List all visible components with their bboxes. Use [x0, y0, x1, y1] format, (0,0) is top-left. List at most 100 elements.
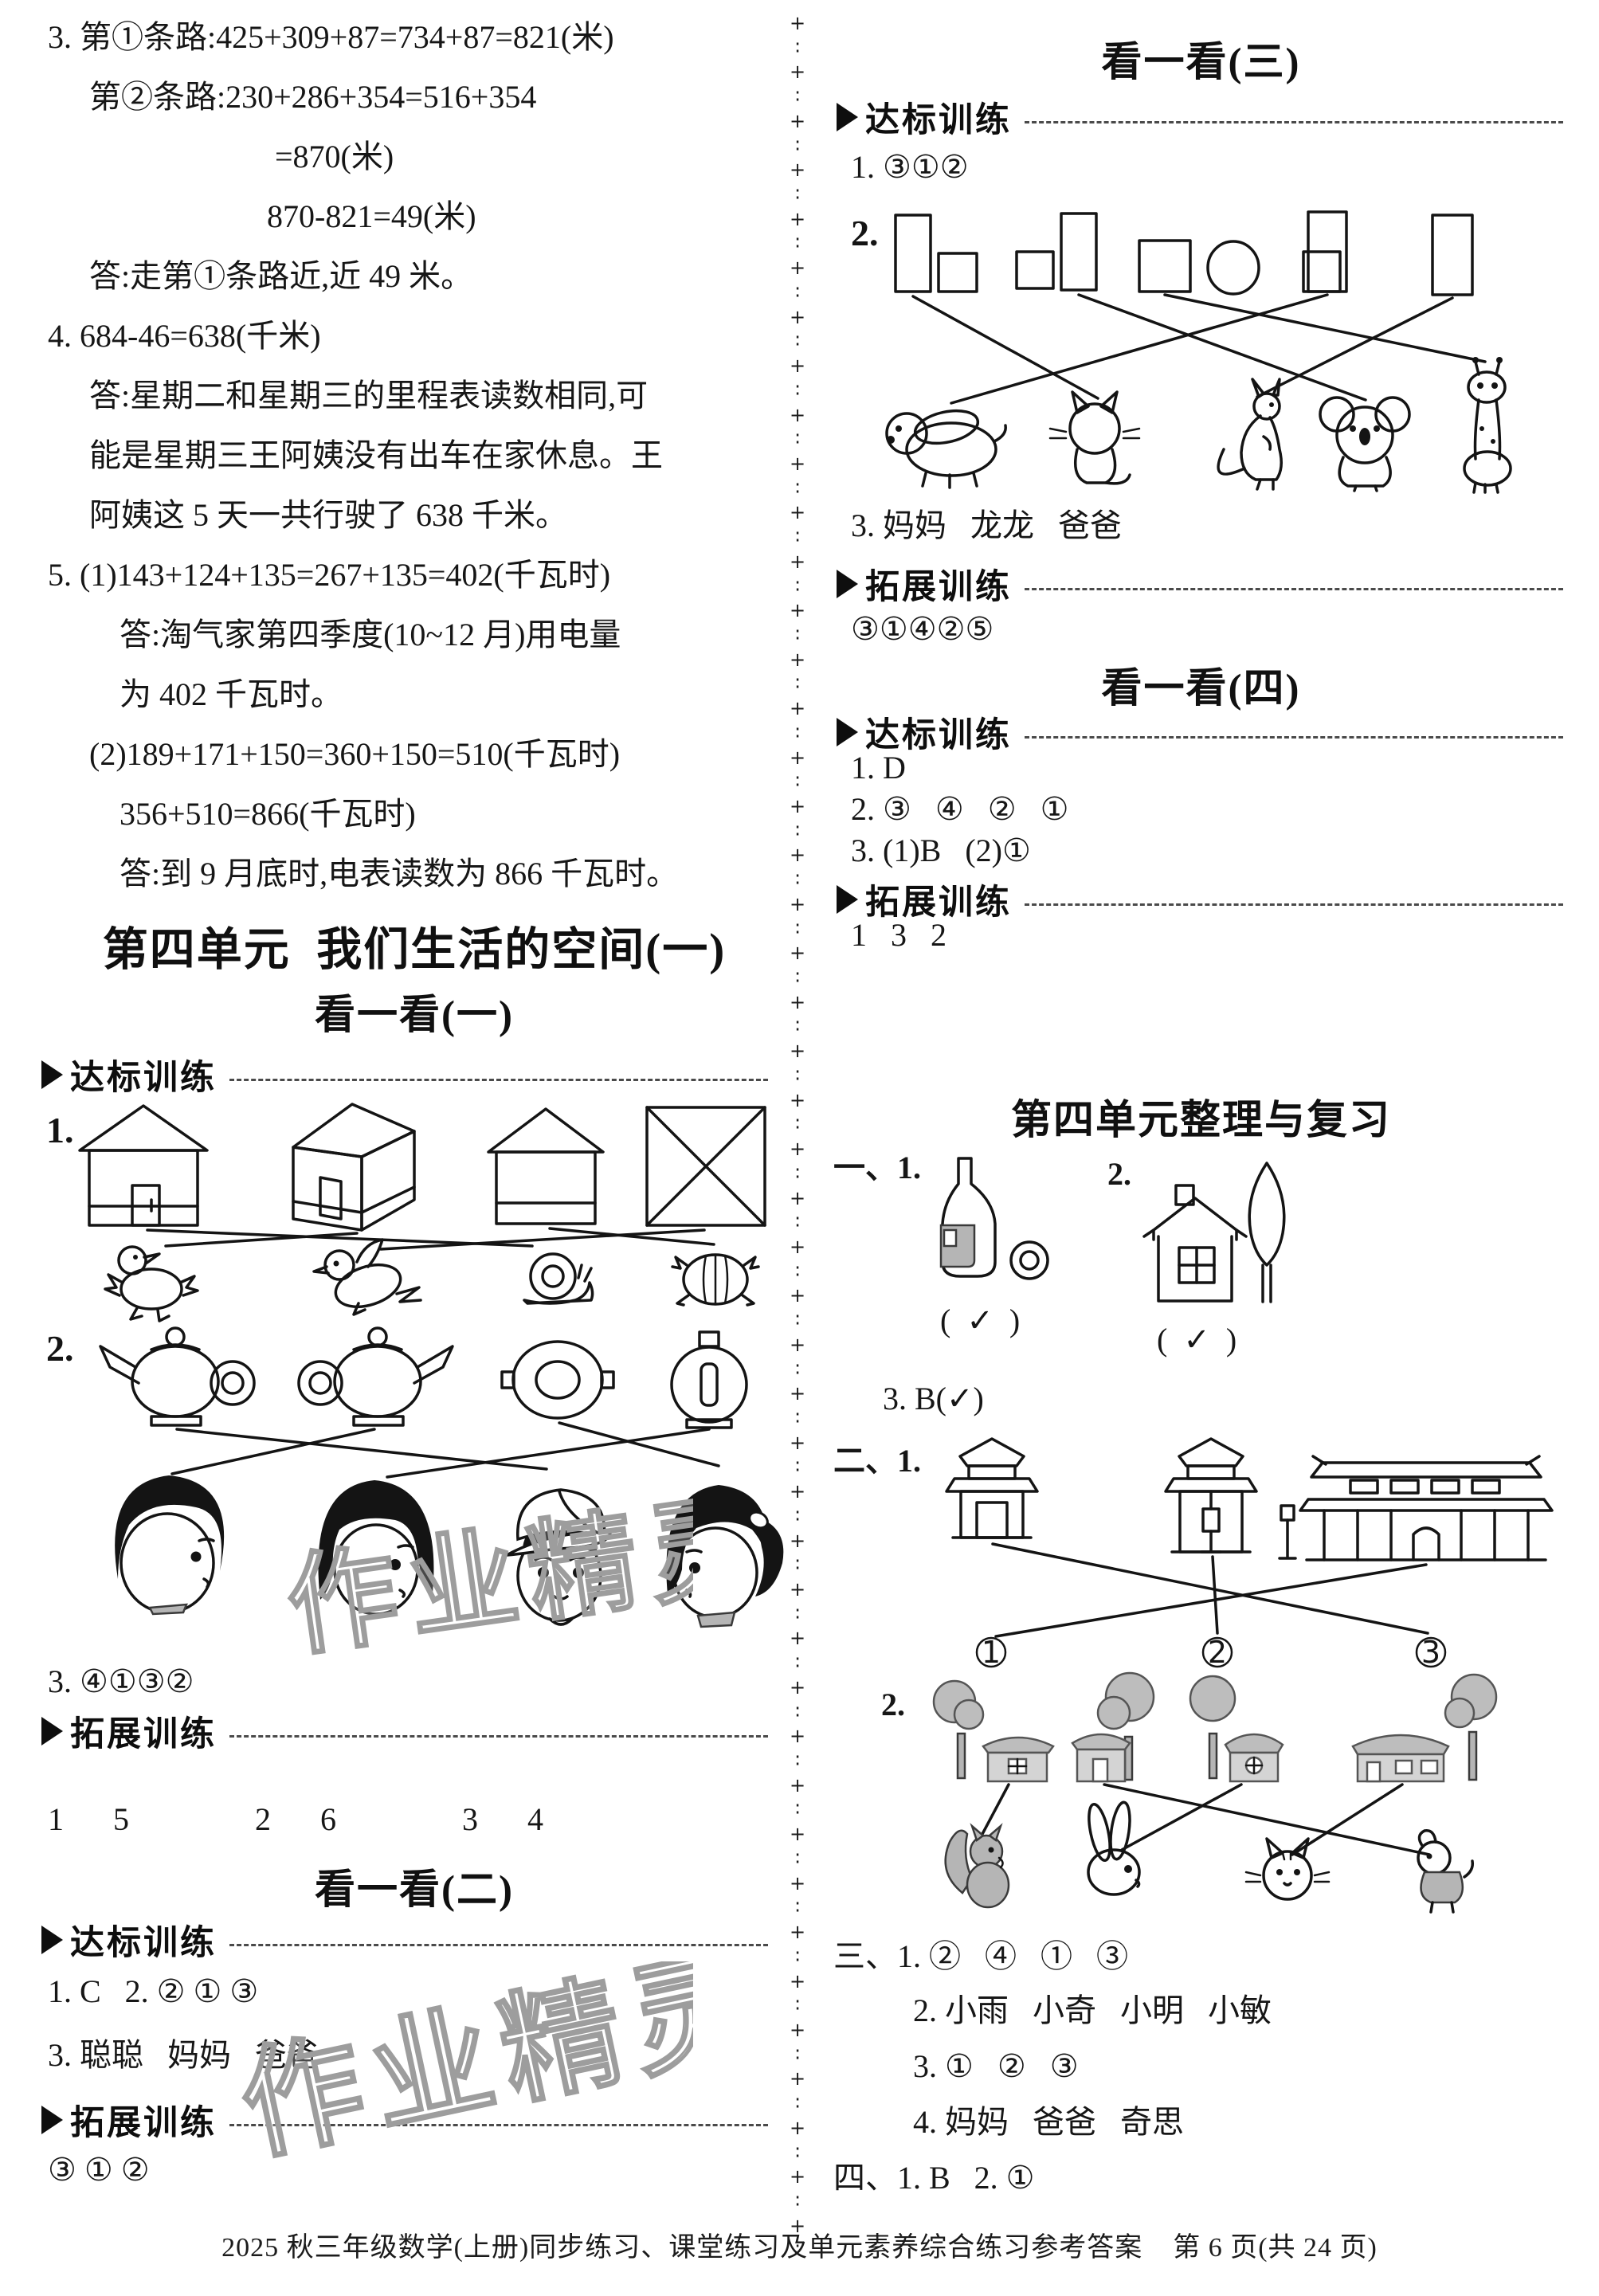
ring-icon — [1009, 1240, 1049, 1280]
page-footer: 2025 秋三年级数学(上册)同步练习、课堂练习及单元素养综合练习参考答案 第 … — [221, 2233, 1378, 2263]
answer-line: 答:星期二和星期三的里程表读数相同,可 — [89, 378, 649, 413]
tall-rect-overlap-square-icon — [1302, 210, 1348, 293]
house-and-tree-2-icon — [1351, 1673, 1498, 1783]
pavilion-two-tier-icon — [945, 1437, 1039, 1539]
answer-line: 答:走第①条路近,近 49 米。 — [89, 258, 473, 294]
answer-line: 1. C 2. ② ① ③ — [48, 1973, 259, 2009]
item-number: 2. — [46, 1328, 74, 1369]
figure-shapes-animals: 2. — [851, 210, 1512, 494]
match-lines — [146, 1227, 715, 1251]
item-number: 2. — [881, 1687, 905, 1722]
answer-line: 四、1. B 2. ① — [833, 2160, 1035, 2196]
expand-training-label: 拓展训练 — [41, 1706, 768, 1756]
pavilion-with-lamp-icon — [1164, 1437, 1258, 1554]
house-front-band-icon — [487, 1107, 605, 1225]
dashed-rule — [229, 1943, 768, 1946]
figure-teapots-children: 2. — [46, 1326, 784, 1628]
triangle-icon — [837, 103, 858, 131]
answer-line: 为 402 千瓦时。 — [120, 676, 343, 712]
snail-icon — [523, 1252, 594, 1305]
triangle-icon — [837, 718, 858, 746]
answer-line: 870-821=49(米) — [267, 198, 476, 234]
item-number: 2. — [1107, 1156, 1131, 1192]
triangle-icon — [41, 1060, 63, 1089]
tree-and-house-icon — [932, 1679, 1055, 1783]
triangle-icon — [837, 570, 858, 598]
triangle-icon — [837, 885, 858, 914]
answer-line: 3. B(✓) — [883, 1381, 984, 1416]
kangaroo-icon — [1217, 378, 1283, 491]
dog-icon — [1417, 1829, 1475, 1914]
standard-training-label: 达标训练 — [41, 1050, 768, 1099]
svg-text:1: 1 — [982, 1635, 1001, 1670]
poplar-tree-icon — [1248, 1162, 1286, 1303]
unit-heading: 第四单元 我们生活的空间(一) — [102, 925, 727, 975]
dashed-rule — [1025, 120, 1563, 123]
match-lines — [170, 1421, 720, 1479]
tall-rect-and-square-icon — [894, 214, 978, 293]
dashed-rule — [1025, 587, 1563, 590]
section-title-kan4: 看一看(四) — [1101, 667, 1301, 711]
house-front-icon — [78, 1104, 209, 1227]
answer-line: 3. ① ② ③ — [913, 2048, 1079, 2084]
dashed-rule — [229, 1734, 768, 1738]
expand-training-label: 拓展训练 — [837, 559, 1563, 609]
item-number: 1. — [46, 1110, 74, 1150]
choice-label-2: 2 — [1201, 1635, 1233, 1670]
answer-line: (2)189+171+150=360+150=510(千瓦时) — [89, 736, 621, 772]
match-lines — [991, 1542, 1429, 1638]
duck-icon — [104, 1245, 199, 1322]
answer-line: 3. (1)B (2)① — [851, 833, 1031, 868]
answer-line: 3. 妈妈 龙龙 爸爸 — [851, 507, 1122, 543]
triangle-icon — [41, 2106, 63, 2134]
section-title-kan3: 看一看(三) — [1101, 41, 1301, 85]
tree-and-house-2-icon — [1189, 1675, 1284, 1783]
standard-training-label: 达标训练 — [41, 1915, 768, 1965]
svg-text:2: 2 — [1208, 1635, 1227, 1670]
house-and-tree-icon — [1071, 1671, 1155, 1783]
square-and-tall-rect-icon — [1015, 212, 1098, 292]
answer-line: 第②条路:230+286+354=516+354 — [89, 79, 537, 115]
dog-icon — [885, 409, 1007, 489]
section-title-kan2: 看一看(二) — [315, 1868, 514, 1913]
girl-bob-icon — [318, 1480, 434, 1616]
teapot-spout-right-icon — [297, 1326, 454, 1427]
tall-rect-icon — [1431, 214, 1474, 296]
square-and-circle-icon — [1138, 239, 1260, 296]
figure-houses-trees-animals — [932, 1671, 1498, 1914]
answer-line: 3. ④①③② — [48, 1663, 194, 1699]
answer-line: ③ ① ② — [48, 2152, 150, 2188]
girl-ponytail-icon — [666, 1485, 784, 1628]
check-answer: ( ✓ ) — [940, 1303, 1021, 1338]
review-title: 第四单元整理与复习 — [1010, 1099, 1391, 1143]
figure-pavilions: 1 2 3 — [945, 1437, 1554, 1670]
answer-line: 答:淘气家第四季度(10~12 月)用电量 — [120, 617, 621, 652]
answer-line: 3. 第①条路:425+309+87=734+87=821(米) — [48, 19, 614, 55]
teapot-spout-left-icon — [99, 1326, 256, 1427]
house-icon — [1142, 1184, 1248, 1303]
dashed-rule — [229, 1078, 768, 1081]
house-3d-icon — [292, 1103, 416, 1232]
answer-line: 2. 小雨 小奇 小明 小敏 — [913, 1992, 1272, 2028]
bird-icon — [312, 1238, 422, 1316]
check-answer: ( ✓ ) — [1157, 1322, 1237, 1358]
answer-line: 1 3 2 — [851, 917, 946, 953]
koala-icon — [1319, 396, 1411, 492]
match-lines — [911, 293, 1487, 405]
boy-cap-icon — [506, 1488, 612, 1626]
answer-line: 4. 684-46=638(千米) — [48, 318, 321, 354]
bottle-icon — [939, 1157, 997, 1278]
match-lines — [980, 1783, 1431, 1856]
answer-line: 阿姨这 5 天一共行驶了 638 千米。 — [89, 497, 567, 533]
choice-label-1: 1 — [975, 1635, 1007, 1670]
figure-house-tree — [1142, 1162, 1286, 1303]
answer-line: 能是星期三王阿姨没有出车在家休息。王 — [89, 437, 663, 473]
triangle-icon — [41, 1717, 63, 1746]
rabbit-icon — [1087, 1800, 1141, 1896]
item-number: 2. — [851, 213, 879, 253]
teapot-top-view-icon — [500, 1340, 615, 1420]
expand-training-label: 拓展训练 — [41, 2095, 768, 2145]
answer-line: 2. ③ ④ ② ① — [851, 791, 1069, 827]
dashed-rule — [229, 2123, 768, 2126]
dashed-rule — [1025, 903, 1563, 906]
